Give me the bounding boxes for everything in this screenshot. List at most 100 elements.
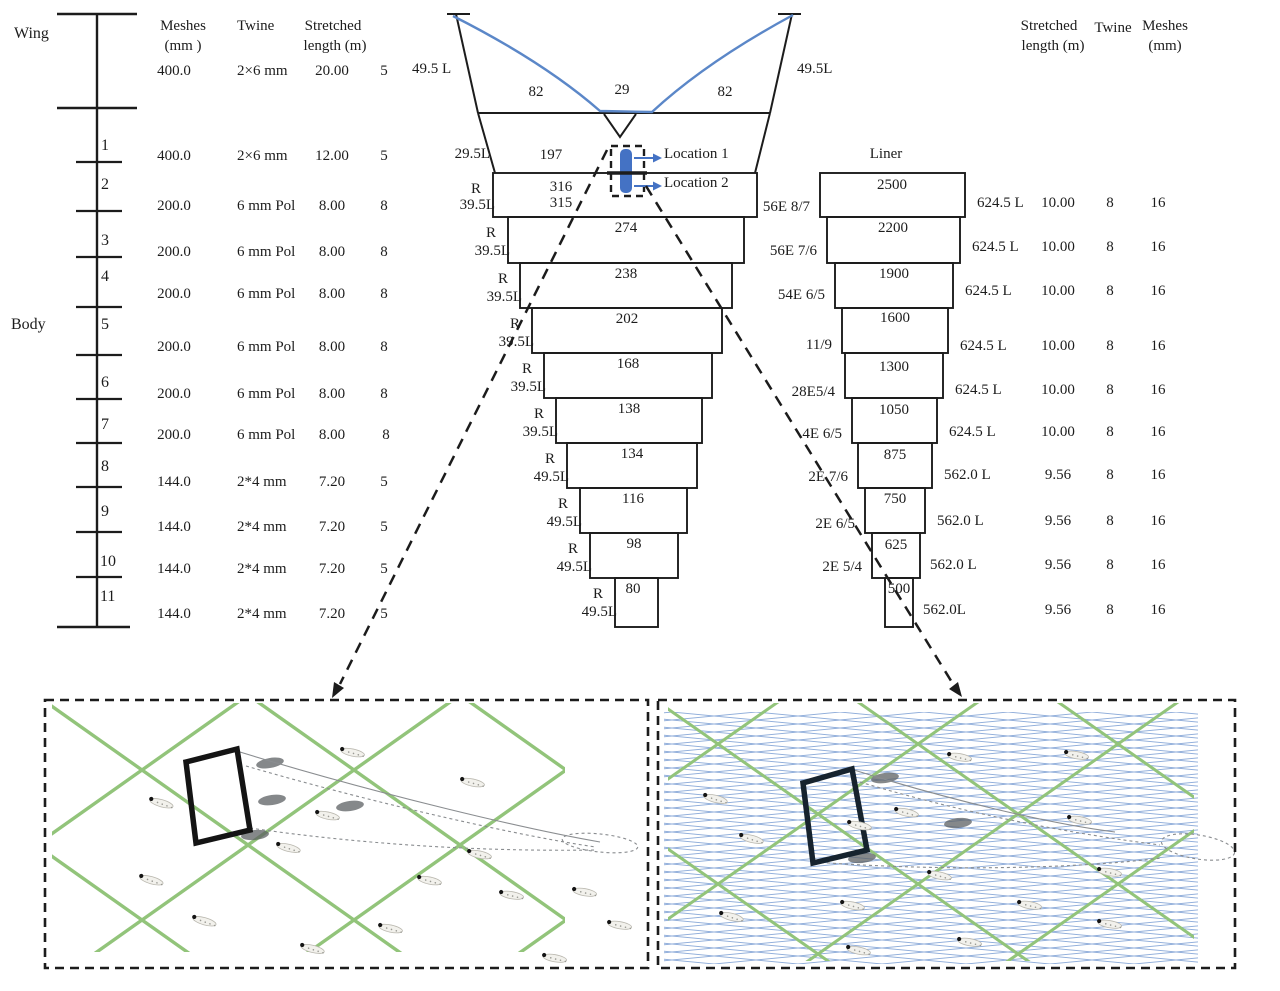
panel-mesh-count: 274 <box>614 220 638 236</box>
liner-mesh-count: 1050 <box>879 402 909 418</box>
fish-icon <box>540 951 568 965</box>
liner-title: Liner <box>869 146 903 162</box>
liner-length-value: 624.5 L <box>960 338 1007 354</box>
liner-mesh-count: 2200 <box>878 220 908 236</box>
ruler-number: 6 <box>101 374 109 391</box>
col-header-stretched: Stretched <box>304 18 362 34</box>
liner-twine-value: 8 <box>1106 239 1114 255</box>
twine-value: 2*4 mm <box>237 606 287 622</box>
large-fish-outline-right <box>814 769 1236 869</box>
panel-mesh-count: 168 <box>616 356 640 372</box>
col-header-meshes: Meshes <box>160 18 206 34</box>
wing-section-label: Wing <box>14 25 49 42</box>
panel-count: 8 <box>380 244 388 260</box>
liner-stretched-value: 10.00 <box>1041 195 1075 211</box>
leader-arrow-left-icon <box>332 682 344 698</box>
panel-r-label: R <box>557 496 568 512</box>
meshes-value: 200.0 <box>157 286 191 302</box>
panel-count: 8 <box>380 386 388 402</box>
twine-value: 6 mm Pol <box>237 198 296 214</box>
panel-mesh-count: 134 <box>620 446 644 462</box>
panel-mesh-count: 138 <box>617 401 641 417</box>
body-section-label: Body <box>11 316 46 333</box>
panel-r-label: R <box>533 406 544 422</box>
location2-label: Location 2 <box>664 175 729 191</box>
liner-stretched-value: 10.00 <box>1041 382 1075 398</box>
twine-value: 6 mm Pol <box>237 286 296 302</box>
liner-joining-label: 2E 5/4 <box>822 559 862 575</box>
liner-meshes-value: 16 <box>1150 283 1166 299</box>
liner-meshes-value: 16 <box>1150 602 1166 618</box>
panel-r-label: R <box>521 361 532 377</box>
ruler-number: 3 <box>101 232 109 249</box>
meshes-value: 200.0 <box>157 386 191 402</box>
col-header-meshes: Meshes <box>1142 18 1188 34</box>
liner-meshes-value: 16 <box>1150 557 1166 573</box>
liner-stretched-value: 10.00 <box>1041 283 1075 299</box>
length-value: 7.20 <box>318 519 346 535</box>
highlighted-mesh-right <box>799 765 871 867</box>
length-value: 20.00 <box>315 63 349 79</box>
twine-value: 6 mm Pol <box>237 427 296 443</box>
liner-stretched-value: 9.56 <box>1044 513 1072 529</box>
panel-count: 5 <box>380 148 388 164</box>
liner-meshes-value: 16 <box>1150 424 1166 440</box>
panel-r-label: R <box>509 316 520 332</box>
center-notch <box>603 113 637 139</box>
panel-count: 8 <box>380 198 388 214</box>
ruler-number: 7 <box>101 416 109 433</box>
twine-value: 2×6 mm <box>237 63 288 79</box>
ruler-scale <box>57 12 137 629</box>
length-value: 12.00 <box>315 148 349 164</box>
liner-stretched-value: 10.00 <box>1041 239 1075 255</box>
panel-edge-label: 49.5L <box>546 514 582 530</box>
wing-outline <box>447 13 801 174</box>
liner-length-value: 562.0 L <box>937 513 984 529</box>
liner-joining-label: 4E 6/5 <box>802 426 842 442</box>
large-fish-outline-left <box>239 751 639 854</box>
panel-count: 8 <box>382 427 390 443</box>
ruler-number: 11 <box>100 588 116 605</box>
liner-twine-value: 8 <box>1106 338 1114 354</box>
twine-value: 2×6 mm <box>237 148 288 164</box>
ruler-number: 10 <box>100 553 116 570</box>
liner-mesh-count: 1600 <box>880 310 910 326</box>
location-marker <box>607 144 662 198</box>
liner-twine-value: 8 <box>1106 382 1114 398</box>
length-value: 8.00 <box>318 427 346 443</box>
liner-twine-value: 8 <box>1106 602 1114 618</box>
length-value: 8.00 <box>318 339 346 355</box>
location-bar <box>620 149 632 193</box>
liner-twine-value: 8 <box>1106 283 1114 299</box>
liner-meshes-value: 16 <box>1150 382 1166 398</box>
panel-count: 5 <box>380 63 388 79</box>
liner-joining-label: 2E 7/6 <box>808 469 848 485</box>
panel-edge-label: 29.5L <box>454 146 490 162</box>
ruler-number: 9 <box>101 503 109 520</box>
liner-joining-label: 28E5/4 <box>791 384 835 400</box>
wing-mesh-count: 29 <box>614 82 630 98</box>
length-value: 7.20 <box>318 474 346 490</box>
panel-r-label: R <box>592 586 603 602</box>
twine-value: 2*4 mm <box>237 561 287 577</box>
liner-mesh-count: 750 <box>883 491 907 507</box>
panel-edge-label: 39.5L <box>486 289 522 305</box>
panel-edge-label: 39.5L <box>510 379 546 395</box>
leader-arrow-right-icon <box>949 682 962 697</box>
panel-edge-label: 39.5L <box>474 243 510 259</box>
liner-mesh-count: 1300 <box>879 359 909 375</box>
panel-r-label: R <box>485 225 496 241</box>
liner-mesh-count: 875 <box>883 447 907 463</box>
panel-count: 5 <box>380 606 388 622</box>
liner-mesh-count: 2500 <box>877 177 907 193</box>
twine-value: 6 mm Pol <box>237 386 296 402</box>
liner-meshes-value: 16 <box>1150 338 1166 354</box>
panel-count: 8 <box>380 339 388 355</box>
panel-mesh-count: 202 <box>615 311 639 327</box>
panel-edge-label: 39.5L <box>459 197 495 213</box>
length-value: 7.20 <box>318 606 346 622</box>
panel-count: 5 <box>380 474 388 490</box>
fish-icon <box>605 918 633 932</box>
location1-label: Location 1 <box>664 146 729 162</box>
